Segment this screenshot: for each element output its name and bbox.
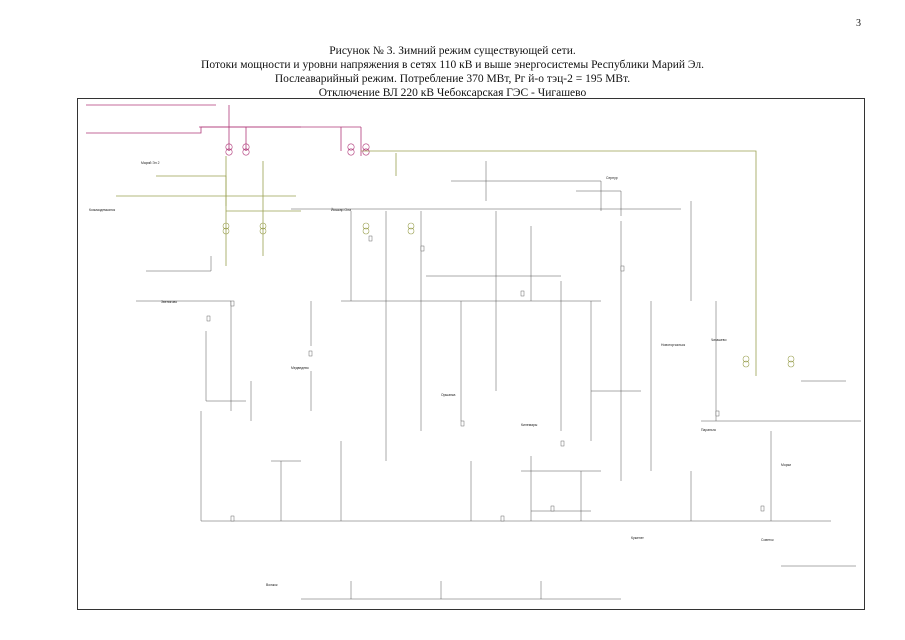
figure-title-line-2: Потоки мощности и уровни напряжения в се…: [201, 59, 704, 71]
transformer-icon: [787, 355, 795, 368]
label-paranga: Параньга: [701, 428, 716, 432]
switch-icon: [460, 420, 465, 427]
line-110-west-3: [205, 331, 246, 402]
transformer-icon: [742, 355, 750, 368]
substation-labels: Марий Эл 2 Чигашево Козьмодемьянск Звени…: [89, 161, 791, 587]
label-orshanka: Оршанка: [441, 393, 456, 397]
label-medvedevo: Медведево: [291, 366, 309, 370]
switch-icon: [500, 515, 505, 522]
switch-icon: [308, 350, 313, 357]
label-sovetsk: Советск: [761, 538, 774, 542]
switch-icon: [560, 440, 565, 447]
switch-icon: [760, 505, 765, 512]
transformer-icon: [347, 143, 355, 156]
switch-icon: [520, 290, 525, 297]
label-yoshkar-ola: Йошкар-Ола: [331, 208, 351, 212]
power-network-scheme: Марий Эл 2 Чигашево Козьмодемьянск Звени…: [86, 104, 861, 600]
figure-title: Рисунок № 3. Зимний режим существующей с…: [0, 44, 905, 100]
transformer-icon: [362, 143, 370, 156]
kv500-lines: [86, 104, 362, 156]
switch-icon: [368, 235, 373, 242]
figure-title-line-3: Послеаварийный режим. Потребление 370 МВ…: [274, 73, 631, 85]
label-kuzhener: Кужener: [631, 536, 645, 540]
network-diagram-frame: Марий Эл 2 Чигашево Козьмодемьянск Звени…: [77, 98, 865, 610]
label-zvenigovo: Звенигово: [161, 300, 177, 304]
line-110-west-2: [146, 256, 212, 272]
label-novotoryalsk: Новоторъяльск: [661, 343, 686, 347]
switch-icon: [620, 265, 625, 272]
figure-title-line-1: Рисунок № 3. Зимний режим существующей с…: [329, 45, 576, 57]
kv110-lines: [136, 161, 861, 600]
switches: [206, 235, 765, 522]
label-volzhsk: Волжск: [266, 583, 278, 587]
line-110-north: [451, 180, 602, 211]
label-sernur: Сернур: [606, 176, 618, 180]
switch-icon: [550, 505, 555, 512]
switch-icon: [230, 300, 235, 307]
transformer-icon: [259, 222, 267, 235]
switch-icon: [420, 245, 425, 252]
line-220-trunk-b: [156, 175, 227, 206]
transformer-icon: [225, 143, 233, 156]
figure-title-line-4: Отключение ВЛ 220 кВ Чебоксарская ГЭС - …: [318, 87, 587, 99]
label-morki: Морки: [781, 463, 791, 467]
transformer-icon: [407, 222, 415, 235]
transformer-icon: [242, 143, 250, 156]
transformer-icon: [362, 222, 370, 235]
line-110-north-3: [576, 190, 622, 216]
line-500-top-2: [86, 126, 361, 134]
line-220-east: [361, 150, 757, 341]
label-kilemary: Килемары: [521, 423, 538, 427]
transformer-icon: [222, 222, 230, 235]
page-number: 3: [856, 18, 861, 29]
label-chigashevo: Чигашево: [711, 338, 727, 342]
transformers: [222, 143, 795, 368]
switch-icon: [206, 315, 211, 322]
label-kozmodemyansk: Козьмодемьянск: [89, 208, 116, 212]
label-mari-yol-2: Марий Эл 2: [141, 161, 160, 165]
switch-icon: [715, 410, 720, 417]
switch-icon: [230, 515, 235, 522]
line-110-west-1: [136, 300, 232, 411]
kv220-lines: [116, 150, 757, 376]
